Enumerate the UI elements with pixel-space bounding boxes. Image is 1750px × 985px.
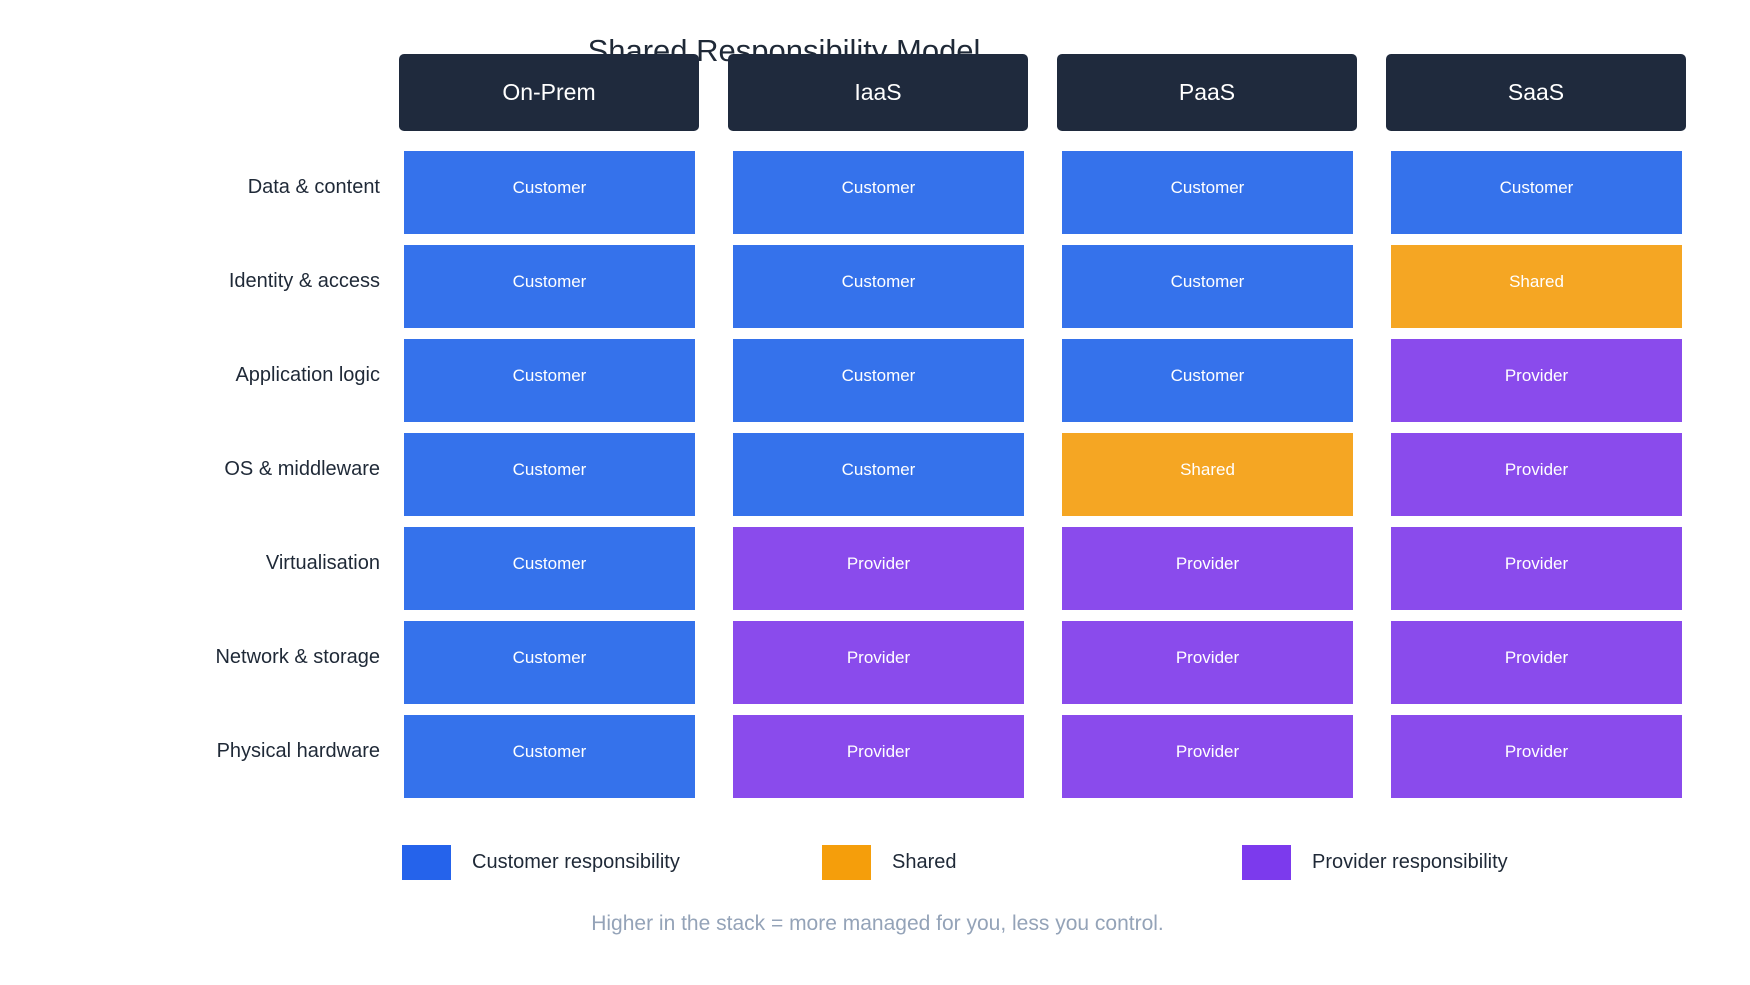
row-label: OS & middleware bbox=[224, 458, 380, 480]
legend-swatch-shared bbox=[822, 845, 871, 880]
responsibility-cell: Provider bbox=[733, 621, 1024, 704]
responsibility-cell: Provider bbox=[1391, 715, 1682, 798]
row-label: Identity & access bbox=[228, 270, 380, 292]
column-header-saas: SaaS bbox=[1386, 54, 1686, 131]
legend-label-provider: Provider responsibility bbox=[1312, 851, 1508, 873]
responsibility-cell: Customer bbox=[404, 151, 695, 234]
responsibility-cell: Customer bbox=[404, 715, 695, 798]
responsibility-cell: Customer bbox=[733, 151, 1024, 234]
responsibility-cell: Customer bbox=[1062, 245, 1353, 328]
legend-label-customer: Customer responsibility bbox=[472, 851, 680, 873]
responsibility-cell: Provider bbox=[1391, 527, 1682, 610]
row-label: Data & content bbox=[247, 176, 380, 198]
row-label: Network & storage bbox=[215, 646, 380, 668]
responsibility-cell: Shared bbox=[1391, 245, 1682, 328]
legend-label-shared: Shared bbox=[892, 851, 957, 873]
legend-swatch-customer bbox=[402, 845, 451, 880]
responsibility-cell: Customer bbox=[404, 621, 695, 704]
responsibility-cell: Shared bbox=[1062, 433, 1353, 516]
responsibility-cell: Customer bbox=[404, 245, 695, 328]
footnote: Higher in the stack = more managed for y… bbox=[591, 912, 1164, 935]
responsibility-cell: Customer bbox=[404, 433, 695, 516]
responsibility-cell: Customer bbox=[733, 433, 1024, 516]
responsibility-cell: Customer bbox=[404, 527, 695, 610]
responsibility-cell: Provider bbox=[733, 715, 1024, 798]
responsibility-cell: Provider bbox=[733, 527, 1024, 610]
row-label: Application logic bbox=[235, 364, 380, 386]
row-label: Virtualisation bbox=[265, 552, 380, 574]
responsibility-cell: Customer bbox=[1062, 151, 1353, 234]
responsibility-cell: Provider bbox=[1062, 715, 1353, 798]
column-header-iaas: IaaS bbox=[728, 54, 1028, 131]
responsibility-cell: Provider bbox=[1391, 339, 1682, 422]
responsibility-cell: Provider bbox=[1062, 621, 1353, 704]
row-label: Physical hardware bbox=[216, 740, 380, 762]
responsibility-cell: Customer bbox=[733, 245, 1024, 328]
legend-swatch-provider bbox=[1242, 845, 1291, 880]
column-header-on-prem: On-Prem bbox=[399, 54, 699, 131]
responsibility-cell: Provider bbox=[1062, 527, 1353, 610]
responsibility-cell: Customer bbox=[404, 339, 695, 422]
responsibility-cell: Provider bbox=[1391, 433, 1682, 516]
responsibility-cell: Provider bbox=[1391, 621, 1682, 704]
responsibility-cell: Customer bbox=[733, 339, 1024, 422]
column-header-paas: PaaS bbox=[1057, 54, 1357, 131]
responsibility-cell: Customer bbox=[1391, 151, 1682, 234]
responsibility-cell: Customer bbox=[1062, 339, 1353, 422]
